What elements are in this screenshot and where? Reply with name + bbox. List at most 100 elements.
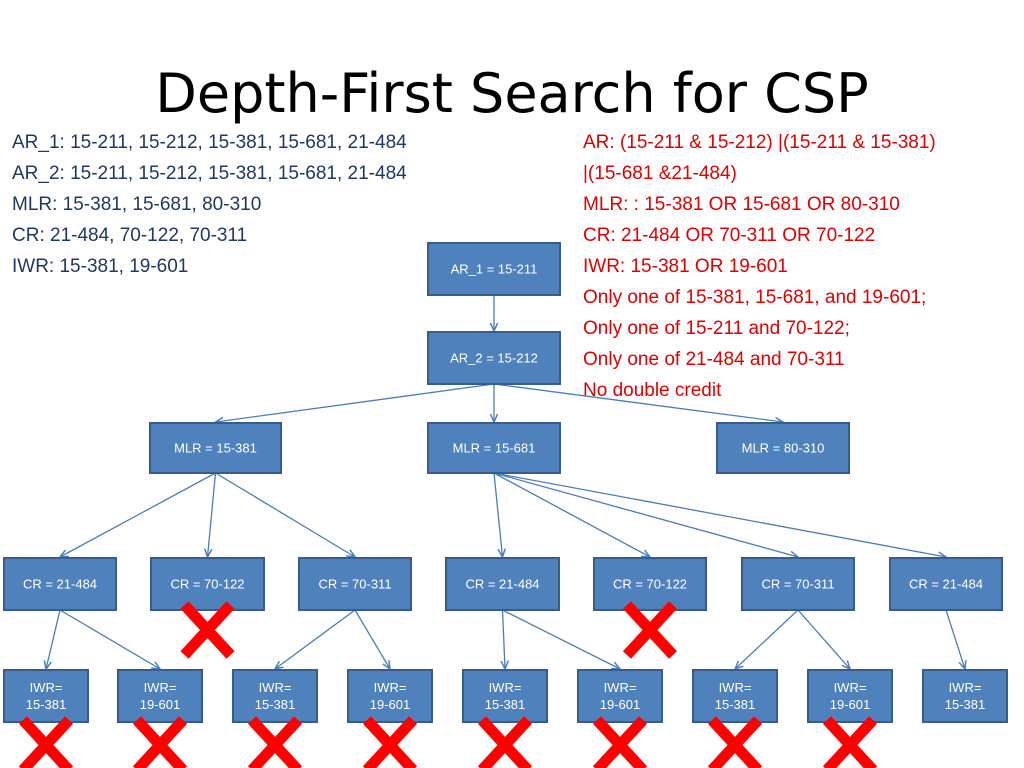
node-label: AR_2 = 15-212 <box>450 351 538 366</box>
node-label: CR = 70-311 <box>318 577 391 592</box>
node-box <box>577 669 663 723</box>
edge-cr7-iwr9 <box>945 609 965 669</box>
node-box <box>692 669 778 723</box>
node-label: IWR= <box>259 680 292 695</box>
node-label: AR_1 = 15-211 <box>451 262 538 277</box>
constraint-line: MLR: : 15-381 OR 15-681 OR 80-310 <box>583 194 900 215</box>
node-box <box>150 557 265 611</box>
tree-node-mlr3: MLR = 80-310 <box>716 422 850 474</box>
pruned-x-icon <box>707 716 763 768</box>
tree-node-iwr4: IWR= 19-601 <box>347 669 433 723</box>
node-box <box>347 669 433 723</box>
node-label: CR = 70-311 <box>761 577 834 592</box>
edge-cr4-iwr5 <box>503 609 506 669</box>
node-box <box>427 242 561 296</box>
node-label: IWR= <box>489 680 522 695</box>
constraint-line: AR: (15-211 & 15-212) |(15-211 & 15-381) <box>583 132 936 153</box>
domain-line-mlr: MLR: 15-381, 15-681, 80-310 <box>12 194 262 215</box>
domain-line-cr: CR: 21-484, 70-122, 70-311 <box>12 225 248 246</box>
tree-node-cr4: CR = 21-484 <box>445 557 560 611</box>
edge-ar2-mlr3 <box>493 383 783 422</box>
edge-cr3-iwr3 <box>275 609 356 669</box>
tree-node-cr1: CR = 21-484 <box>3 557 117 611</box>
node-label: IWR= <box>374 680 407 695</box>
node-label: IWR= <box>719 680 752 695</box>
node-label: 15-381 <box>945 697 985 712</box>
edge-cr4-iwr6 <box>502 609 621 669</box>
domain-line-ar1: AR_1: 15-211, 15-212, 15-381, 15-681, 21… <box>12 132 407 153</box>
tree-node-cr7: CR = 21-484 <box>889 557 1003 611</box>
tree-node-ar2: AR_2 = 15-212 <box>427 331 561 385</box>
edge-mlr2-cr6 <box>493 472 798 557</box>
domains-list: AR_1: 15-211, 15-212, 15-381, 15-681, 21… <box>12 127 407 282</box>
edge-ar2-mlr1 <box>216 383 495 422</box>
tree-node-iwr9: IWR= 15-381 <box>922 669 1008 723</box>
edge-cr6-iwr7 <box>735 609 799 669</box>
node-label: IWR= <box>144 680 177 695</box>
tree-node-iwr6: IWR=19-601 <box>577 669 663 723</box>
edge-cr3-iwr4 <box>354 609 390 669</box>
node-label: 15-381 <box>26 697 66 712</box>
slide-title: Depth-First Search for CSP <box>155 62 869 125</box>
node-label: MLR = 80-310 <box>742 441 825 456</box>
node-box <box>922 669 1008 723</box>
node-label: CR = 21-484 <box>23 577 97 592</box>
constraint-line: IWR: 15-381 OR 19-601 <box>583 256 788 277</box>
node-box <box>232 669 318 723</box>
node-box <box>462 669 548 723</box>
edge-mlr1-cr2 <box>208 472 217 557</box>
constraint-line: Only one of 15-211 and 70-122; <box>583 318 850 339</box>
edge-mlr2-cr7 <box>493 472 946 557</box>
node-label: 15-381 <box>715 697 755 712</box>
pruned-marks <box>18 601 878 768</box>
tree-node-cr5: CR = 70-122 <box>593 557 707 611</box>
edge-cr1-iwr2 <box>59 609 160 669</box>
pruned-x-icon <box>477 716 533 768</box>
node-box <box>427 331 561 385</box>
node-label: IWR= <box>949 680 982 695</box>
node-label: 15-381 <box>255 697 295 712</box>
tree-node-cr2: CR = 70-122 <box>150 557 265 611</box>
node-box <box>445 557 560 611</box>
constraint-line: Only one of 15-381, 15-681, and 19-601; <box>583 287 927 308</box>
tree-node-iwr8: IWR=19-601 <box>807 669 893 723</box>
pruned-x-icon <box>592 716 648 768</box>
node-label: CR = 70-122 <box>170 577 244 592</box>
domain-line-ar2: AR_2: 15-211, 15-212, 15-381, 15-681, 21… <box>12 163 407 184</box>
constraint-line: |(15-681 &21-484) <box>583 163 737 184</box>
tree-node-mlr1: MLR = 15-381 <box>149 422 282 474</box>
tree-node-cr3: CR = 70-311 <box>298 557 412 611</box>
node-label: CR = 21-484 <box>465 577 539 592</box>
pruned-x-icon <box>247 716 303 768</box>
domain-line-iwr: IWR: 15-381, 19-601 <box>12 256 189 277</box>
node-label: 15-381 <box>485 697 525 712</box>
node-box <box>807 669 893 723</box>
edge-mlr2-cr5 <box>493 472 650 557</box>
constraints-list: AR: (15-211 & 15-212) |(15-211 & 15-381)… <box>583 127 936 406</box>
node-label: 19-601 <box>830 697 870 712</box>
tree-node-cr6: CR = 70-311 <box>741 557 855 611</box>
node-label: MLR = 15-381 <box>174 441 257 456</box>
edge-mlr1-cr3 <box>215 472 356 557</box>
edge-mlr2-cr4 <box>493 472 503 557</box>
node-box <box>427 422 561 474</box>
tree-node-ar1: AR_1 = 15-211 <box>427 242 561 296</box>
tree-node-iwr7: IWR= 15-381 <box>692 669 778 723</box>
node-box <box>3 669 89 723</box>
constraint-line: No double credit <box>583 380 722 401</box>
node-box <box>593 557 707 611</box>
pruned-x-icon <box>362 716 418 768</box>
node-label: 19-601 <box>140 697 180 712</box>
node-box <box>117 669 203 723</box>
node-label: 19-601 <box>370 697 410 712</box>
tree-node-iwr5: IWR= 15-381 <box>462 669 548 723</box>
tree-node-iwr2: IWR= 19-601 <box>117 669 203 723</box>
node-label: IWR= <box>30 680 63 695</box>
node-label: CR = 21-484 <box>909 577 983 592</box>
node-label: 19-601 <box>600 697 640 712</box>
node-label: CR = 70-122 <box>613 577 687 592</box>
edge-cr1-iwr1 <box>46 609 61 669</box>
edge-mlr1-cr1 <box>60 472 216 557</box>
